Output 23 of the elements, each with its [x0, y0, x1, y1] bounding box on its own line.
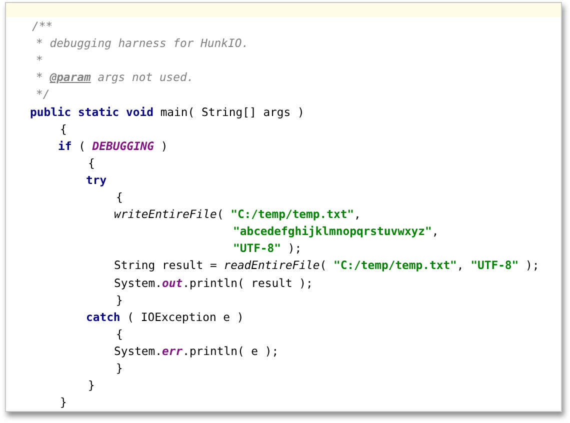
code-line: System.out.println( result );	[114, 276, 313, 290]
code-comment: */	[36, 87, 50, 102]
code-line: }	[116, 292, 123, 308]
code-line: }	[88, 378, 95, 394]
code-line: try	[86, 172, 107, 188]
code-comment: /**	[32, 19, 53, 34]
code-line: "abcedefghijklmnopqrstuvwxyz",	[233, 224, 439, 240]
code-line: }	[60, 395, 67, 410]
code-line: public static void main( String[] args )	[30, 104, 304, 120]
code-line: {	[60, 122, 67, 137]
code-line: "UTF-8" );	[233, 241, 302, 256]
code-line: String result = readEntireFile( "C:/temp/temp.txt", "UTF-8" );	[114, 258, 540, 274]
code-line: }	[116, 361, 123, 376]
code-line: {	[88, 156, 95, 171]
code-line: if ( DEBUGGING )	[58, 138, 168, 154]
code-line: {	[116, 326, 123, 342]
code-comment: *@param args not used.	[36, 70, 194, 86]
code-comment: *	[36, 53, 43, 68]
code-line: catch ( IOException e )	[86, 310, 244, 325]
code-comment: * debugging harness for HunkIO.	[36, 36, 249, 52]
code-line: System.err.println( e );	[114, 344, 279, 359]
code-line: {	[116, 190, 123, 205]
code-line: writeEntireFile( "C:/temp/temp.txt",	[114, 207, 361, 222]
